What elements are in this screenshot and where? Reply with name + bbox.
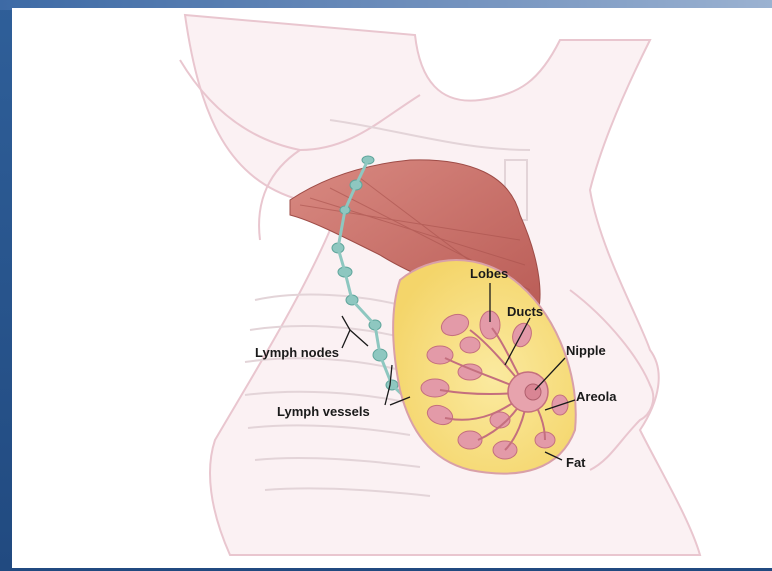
label-nipple: Nipple	[566, 343, 606, 358]
label-ducts: Ducts	[507, 304, 543, 319]
label-lobes: Lobes	[470, 266, 508, 281]
label-lymph-vessels: Lymph vessels	[277, 404, 370, 419]
label-fat: Fat	[566, 455, 586, 470]
label-areola: Areola	[576, 389, 617, 404]
label-lymph-nodes: Lymph nodes	[255, 345, 339, 360]
